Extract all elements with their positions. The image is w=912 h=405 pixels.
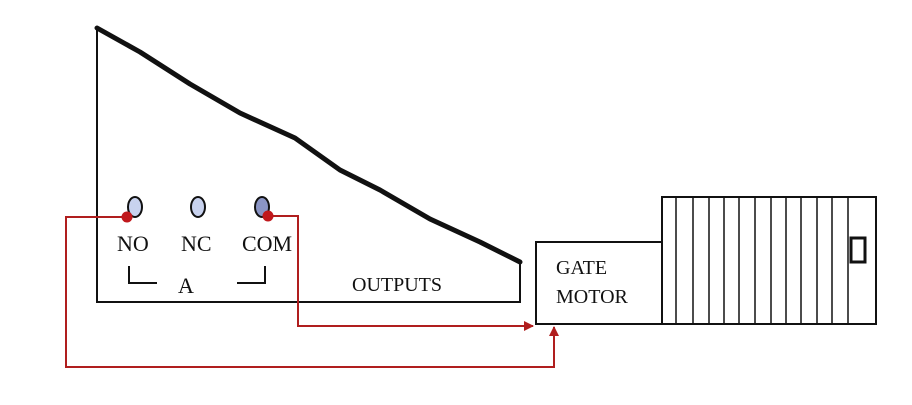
- outputs-label: OUTPUTS: [352, 274, 442, 296]
- terminal-no: [127, 196, 143, 218]
- wire-dot-com: [262, 210, 274, 222]
- gate-motor-label-line2: MOTOR: [556, 286, 629, 308]
- terminal-nc: [190, 196, 206, 218]
- gate: [661, 196, 877, 325]
- label-com: COM: [242, 231, 292, 256]
- gate-latch-icon: [849, 236, 867, 264]
- relay-a-bracket: [128, 266, 266, 284]
- controller-box: [94, 25, 523, 303]
- gate-motor-label-line1: GATE: [556, 257, 607, 279]
- relay-label: A: [178, 273, 194, 298]
- wire-dot-no: [121, 211, 133, 223]
- label-no: NO: [117, 231, 149, 256]
- gate-motor-box: [535, 241, 663, 325]
- label-nc: NC: [181, 231, 212, 256]
- wire-no-to-motor: [65, 216, 559, 368]
- wire-com-to-motor: [268, 215, 534, 331]
